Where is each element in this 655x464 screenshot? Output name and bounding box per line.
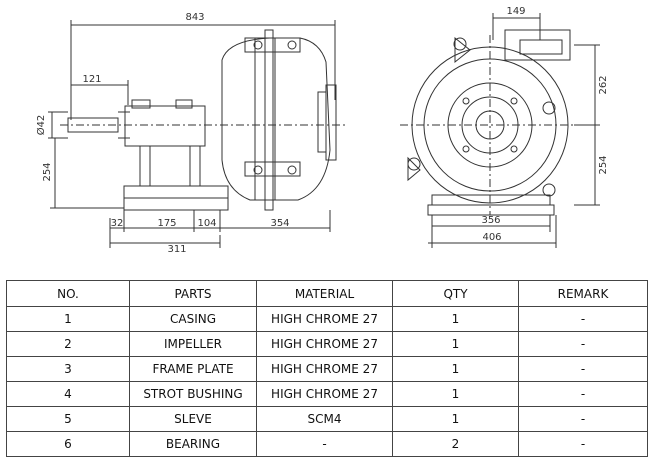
- header-remark: REMARK: [518, 280, 648, 307]
- cell-material: HIGH CHROME 27: [256, 331, 393, 357]
- cell-remark: -: [518, 331, 648, 357]
- cell-no: 4: [6, 381, 130, 407]
- dim-base-total: 311: [167, 244, 186, 255]
- cell-qty: 1: [392, 331, 519, 357]
- pump-technical-drawing: 843 121 Ø42 254 32 175 104 354 311 149 2…: [35, 6, 609, 255]
- table-row: 6 BEARING - 2 -: [6, 431, 648, 457]
- header-parts: PARTS: [129, 280, 257, 307]
- header-qty: QTY: [392, 280, 519, 307]
- cell-remark: -: [518, 306, 648, 332]
- dim-shaft-diameter: Ø42: [35, 115, 47, 136]
- cell-qty: 1: [392, 406, 519, 432]
- dim-base-d: 354: [270, 218, 289, 229]
- parts-table: NO. PARTS MATERIAL QTY REMARK 1 CASING H…: [6, 280, 648, 457]
- cell-remark: -: [518, 431, 648, 457]
- cell-material: -: [256, 431, 393, 457]
- cell-part: STROT BUSHING: [129, 381, 257, 407]
- cell-material: HIGH CHROME 27: [256, 306, 393, 332]
- table-header-row: NO. PARTS MATERIAL QTY REMARK: [6, 280, 648, 307]
- dim-center-height: 254: [598, 155, 609, 174]
- dim-base-a: 32: [111, 218, 124, 229]
- dim-outlet-height: 262: [598, 75, 609, 94]
- cell-no: 2: [6, 331, 130, 357]
- table-row: 2 IMPELLER HIGH CHROME 27 1 -: [6, 331, 648, 357]
- cell-no: 1: [6, 306, 130, 332]
- cell-qty: 2: [392, 431, 519, 457]
- cell-part: IMPELLER: [129, 331, 257, 357]
- cell-qty: 1: [392, 356, 519, 382]
- table-row: 1 CASING HIGH CHROME 27 1 -: [6, 306, 648, 332]
- dim-shaft-height: 254: [42, 162, 53, 181]
- cell-part: FRAME PLATE: [129, 356, 257, 382]
- cell-no: 5: [6, 406, 130, 432]
- cell-remark: -: [518, 406, 648, 432]
- table-row: 3 FRAME PLATE HIGH CHROME 27 1 -: [6, 356, 648, 382]
- cell-material: HIGH CHROME 27: [256, 356, 393, 382]
- dim-foot-inner: 356: [481, 215, 500, 226]
- cell-remark: -: [518, 381, 648, 407]
- header-no: NO.: [6, 280, 130, 307]
- cell-remark: -: [518, 356, 648, 382]
- cell-no: 3: [6, 356, 130, 382]
- cell-no: 6: [6, 431, 130, 457]
- dim-shaft-extension: 121: [82, 74, 101, 85]
- cell-material: HIGH CHROME 27: [256, 381, 393, 407]
- table-row: 5 SLEVE SCM4 1 -: [6, 406, 648, 432]
- cell-material: SCM4: [256, 406, 393, 432]
- cell-part: SLEVE: [129, 406, 257, 432]
- dim-base-c: 104: [197, 218, 216, 229]
- dim-overall-length: 843: [185, 12, 204, 23]
- header-material: MATERIAL: [256, 280, 393, 307]
- dim-base-b: 175: [157, 218, 176, 229]
- table-row: 4 STROT BUSHING HIGH CHROME 27 1 -: [6, 381, 648, 407]
- dim-outlet-offset: 149: [506, 6, 525, 17]
- dim-foot-outer: 406: [482, 232, 501, 243]
- cell-qty: 1: [392, 306, 519, 332]
- cell-part: CASING: [129, 306, 257, 332]
- cell-qty: 1: [392, 381, 519, 407]
- cell-part: BEARING: [129, 431, 257, 457]
